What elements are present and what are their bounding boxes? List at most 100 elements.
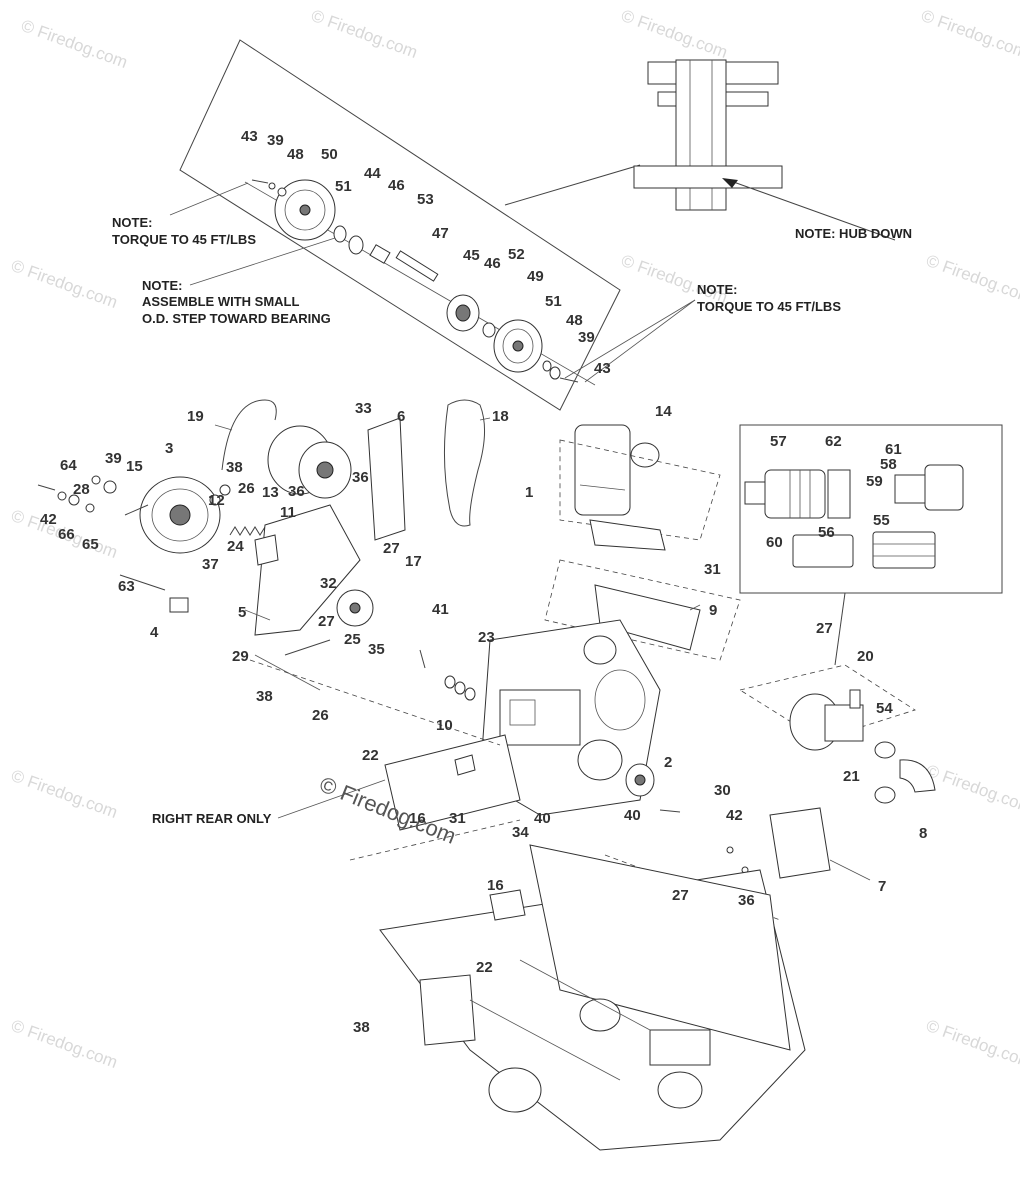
gasket-23	[464, 687, 476, 701]
part-label: 43	[241, 128, 258, 145]
mount-bracket	[454, 754, 476, 776]
frame-side	[529, 844, 791, 1051]
leader	[244, 609, 271, 621]
watermark: © Firedog.com	[19, 16, 130, 72]
watermark: © Firedog.com	[9, 766, 120, 822]
washer-65	[85, 503, 95, 513]
bolt-42b	[726, 846, 734, 854]
pulley-2-hub	[634, 774, 646, 786]
leader-lines	[169, 182, 871, 881]
part-label: 41	[432, 601, 449, 618]
part-label: 52	[508, 246, 525, 263]
part-label: 4	[150, 624, 159, 641]
part-label: 34	[512, 824, 529, 841]
torque-note-left-text: TORQUE TO 45 FT/LBS	[112, 232, 256, 247]
leader	[214, 424, 233, 431]
watermark: © Firedog.com	[9, 256, 120, 312]
bolt-41	[419, 649, 426, 669]
part-label: 44	[364, 165, 381, 182]
engine-fan	[583, 635, 617, 665]
watermark: © Firedog.com	[619, 6, 730, 62]
part-label: 27	[816, 620, 833, 637]
watermark: © Firedog.com	[924, 251, 1020, 307]
watermark: © Firedog.com	[924, 1016, 1020, 1072]
tensioner-arm-5	[254, 504, 361, 636]
part-label: 2	[664, 754, 672, 771]
assemble-note-line2: O.D. STEP TOWARD BEARING	[142, 311, 331, 326]
part-label: 66	[58, 526, 75, 543]
part-label: 5	[238, 604, 246, 621]
pulley-49-inner	[502, 328, 534, 364]
torque-note-right-text: TORQUE TO 45 FT/LBS	[697, 299, 841, 314]
part-label: 33	[355, 400, 372, 417]
part-label: 32	[320, 575, 337, 592]
part-label: 27	[383, 540, 400, 557]
connector-4	[169, 597, 189, 613]
washer-48b	[549, 366, 561, 380]
engine-flywheel	[594, 669, 646, 731]
part-label: 13	[262, 484, 279, 501]
plate-6	[367, 417, 406, 541]
part-label: 19	[187, 408, 204, 425]
part-label: 24	[227, 538, 244, 555]
bearing-45-core	[455, 304, 471, 322]
filter-55	[872, 531, 936, 569]
part-label: 31	[449, 810, 466, 827]
part-label: 63	[118, 578, 135, 595]
heat-shield-9	[594, 584, 701, 651]
pulley-17-hub	[349, 602, 361, 614]
part-label: 64	[60, 457, 77, 474]
assemble-note-heading: NOTE:	[142, 278, 182, 293]
part-label: 50	[321, 146, 338, 163]
shaft-47	[395, 250, 439, 282]
cleaner-inlet	[744, 481, 766, 505]
part-label: 16	[409, 810, 426, 827]
part-label: 27	[672, 887, 689, 904]
hose-8	[899, 759, 936, 793]
part-label: 59	[866, 473, 883, 490]
engine-port	[509, 699, 536, 726]
pulley-50-inner	[284, 189, 326, 231]
arrow-head-icon	[722, 178, 738, 188]
frame-bracket-22	[419, 974, 476, 1046]
air-cleaner-leader	[834, 592, 846, 666]
part-label: 12	[208, 492, 225, 509]
belt-18	[443, 399, 486, 527]
gasket-23	[444, 675, 456, 689]
engine-cover	[577, 739, 623, 781]
part-label: 39	[267, 132, 284, 149]
part-label: 49	[527, 268, 544, 285]
wire-63	[119, 574, 166, 591]
pulley-50-hub	[299, 204, 311, 216]
spring-13	[229, 526, 271, 536]
part-label: 25	[344, 631, 361, 648]
part-label: 6	[397, 408, 405, 425]
frame-hole	[579, 998, 621, 1032]
part-label: 36	[352, 469, 369, 486]
washer-48a	[277, 187, 287, 197]
bracket-24	[254, 534, 279, 566]
hub-detail	[504, 59, 896, 241]
part-label: 31	[704, 561, 721, 578]
part-label: 37	[202, 556, 219, 573]
leader	[584, 299, 696, 383]
pulley-assembly-box	[179, 39, 621, 411]
washer-51b	[542, 360, 552, 372]
engine-section	[249, 424, 741, 861]
part-label: 46	[388, 177, 405, 194]
hub-leader	[504, 164, 641, 206]
clamp-21b	[874, 786, 896, 804]
engine-mount-10	[384, 734, 521, 831]
part-label: 36	[738, 892, 755, 909]
mount-16	[489, 889, 526, 921]
part-label: 11	[280, 504, 296, 521]
spacer-66	[68, 494, 80, 506]
part-label: 26	[312, 707, 329, 724]
part-label: 43	[594, 360, 611, 377]
watermark: © Firedog.com	[919, 6, 1020, 62]
part-label: 7	[878, 878, 886, 895]
part-label: 36	[288, 483, 305, 500]
belt-19	[221, 399, 277, 471]
mount-dash	[249, 659, 501, 746]
part-labels: 43 39 48 50 44 46 53 51 47 45 46 52 49 5…	[40, 128, 927, 1036]
